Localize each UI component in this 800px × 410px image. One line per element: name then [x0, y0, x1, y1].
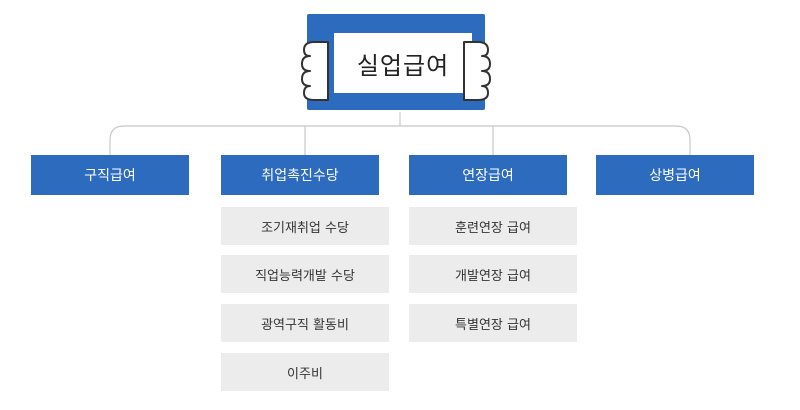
sub-item: 직업능력개발 수당 [221, 255, 389, 293]
sub-item: 개발연장 급여 [409, 255, 577, 293]
sub-item: 훈련연장 급여 [409, 207, 577, 245]
category-sickness-benefit: 상병급여 [596, 155, 754, 195]
sub-item: 광역구직 활동비 [221, 304, 389, 342]
sub-item: 특별연장 급여 [409, 304, 577, 342]
title-sign: 실업급여 [300, 14, 492, 114]
connector-bracket [109, 125, 691, 155]
diagram-title: 실업급여 [356, 51, 450, 80]
category-job-seeking-benefit: 구직급여 [31, 155, 189, 195]
left-hand-icon [301, 41, 329, 101]
sign-frame: 실업급여 [307, 14, 485, 110]
category-extended-benefit: 연장급여 [409, 155, 567, 195]
category-reemployment-allowance: 취업촉진수당 [221, 155, 379, 195]
right-hand-icon [463, 41, 491, 101]
sub-item: 이주비 [221, 353, 389, 391]
sub-item: 조기재취업 수당 [221, 207, 389, 245]
sign-panel: 실업급여 [332, 31, 474, 95]
